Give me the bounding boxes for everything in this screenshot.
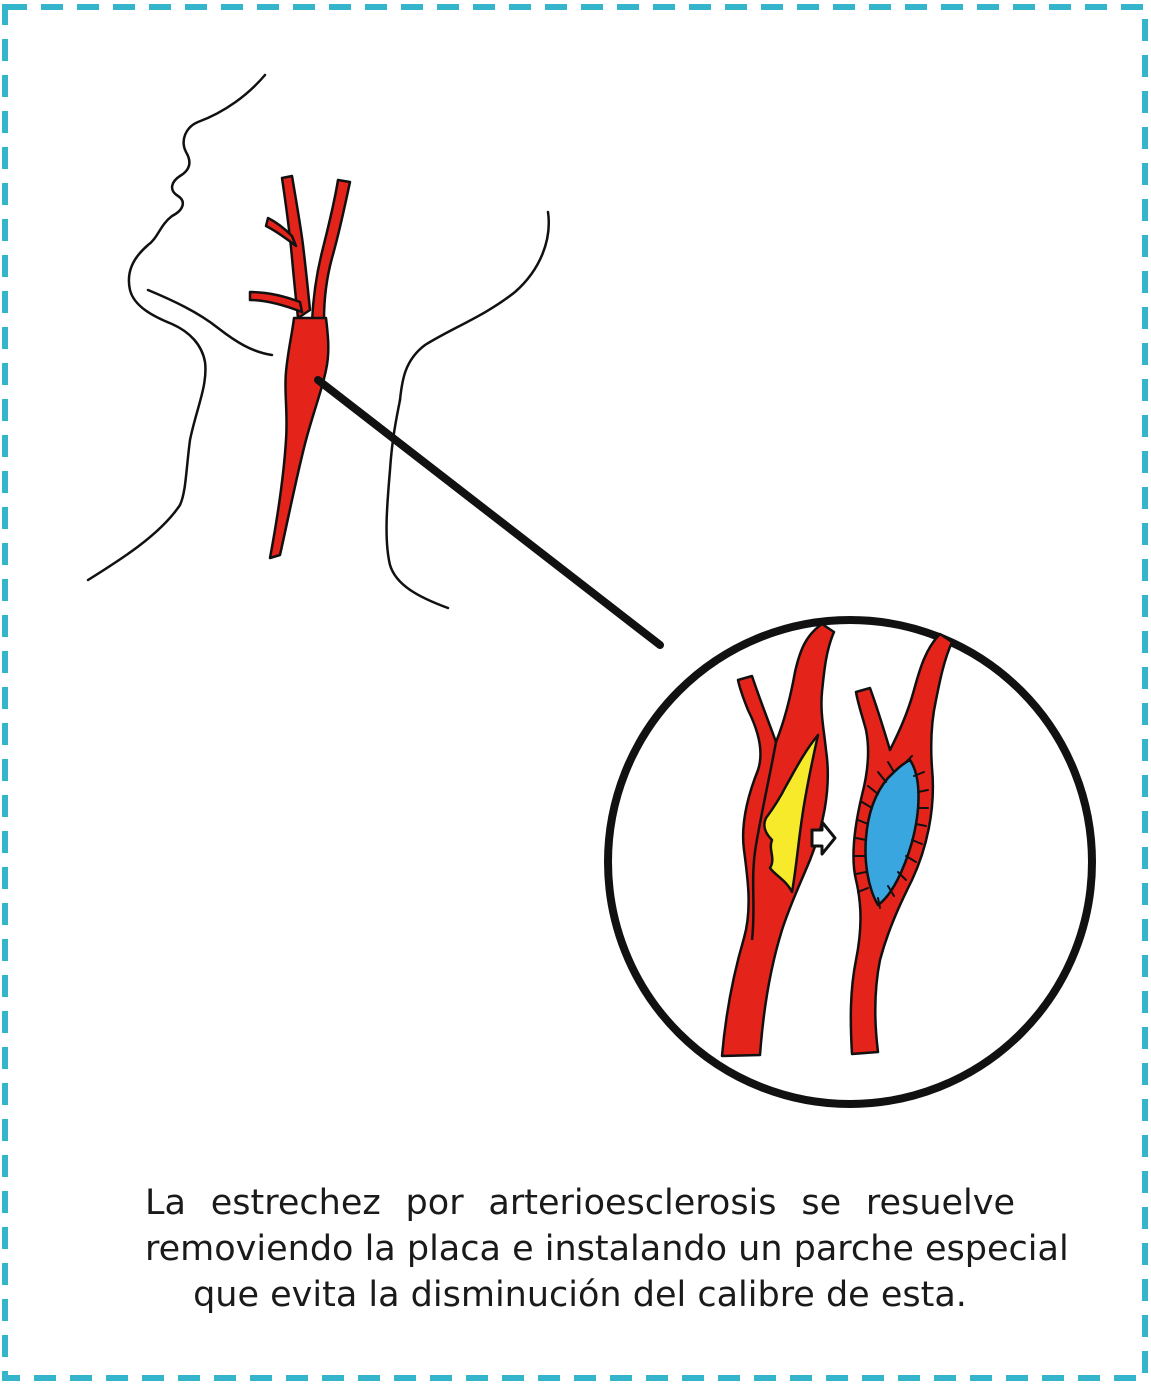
pointer-line (318, 380, 660, 645)
caption-line-3: que evita la disminución del calibre de … (145, 1272, 1015, 1318)
carotid-artery (250, 176, 350, 558)
caption: La estrechez por arterioesclerosis se re… (145, 1180, 1015, 1318)
caption-line-2: removiendo la placa e instalando un parc… (145, 1226, 1015, 1272)
caption-line-1: La estrechez por arterioesclerosis se re… (145, 1180, 1015, 1226)
